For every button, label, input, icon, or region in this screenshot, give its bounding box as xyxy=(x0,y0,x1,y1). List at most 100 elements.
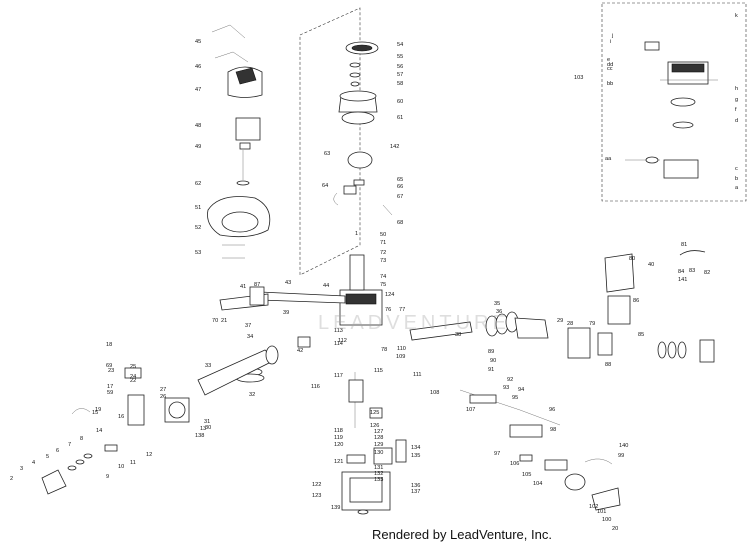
callout-50: 50 xyxy=(380,232,386,238)
callout-c: c xyxy=(735,166,738,172)
watermark: LEADVENTURE xyxy=(318,312,510,334)
callout-20: 20 xyxy=(612,526,618,532)
callout-e: e xyxy=(607,57,610,63)
callout-42: 42 xyxy=(297,348,303,354)
callout-29: 29 xyxy=(557,318,563,324)
callout-11: 11 xyxy=(130,460,136,466)
callout-125: 125 xyxy=(370,410,379,416)
callout-140: 140 xyxy=(619,443,628,449)
callout-116: 116 xyxy=(311,384,320,390)
callout-cc: cc xyxy=(607,66,613,72)
callout-127: 127 xyxy=(374,429,383,435)
callout-99: 99 xyxy=(618,453,624,459)
callout-52: 52 xyxy=(195,225,201,231)
flywheel-stack xyxy=(333,41,393,216)
callout-60: 60 xyxy=(397,99,403,105)
callout-70: 70 xyxy=(212,318,218,324)
callout-12: 12 xyxy=(146,452,152,458)
callout-136: 136 xyxy=(411,483,420,489)
callout-135: 135 xyxy=(411,453,420,459)
crankcase-group xyxy=(339,254,407,515)
callout-111: 111 xyxy=(413,372,422,378)
callout-89: 89 xyxy=(488,349,494,355)
callout-85: 85 xyxy=(638,332,644,338)
callout-46: 46 xyxy=(195,64,201,70)
callout-i: i xyxy=(610,39,611,45)
callout-30: 30 xyxy=(205,425,211,431)
callout-123: 123 xyxy=(312,493,321,499)
callout-38: 38 xyxy=(455,332,461,338)
callout-110: 110 xyxy=(397,346,406,352)
credit-text: Rendered by LeadVenture, Inc. xyxy=(372,527,552,542)
callout-31: 31 xyxy=(204,419,210,425)
callout-73: 73 xyxy=(380,258,386,264)
manifold-group xyxy=(197,286,346,396)
callout-138: 138 xyxy=(195,433,204,439)
callout-37: 37 xyxy=(245,323,251,329)
callout-54: 54 xyxy=(397,42,403,48)
callout-132: 132 xyxy=(374,471,383,477)
callout-100: 100 xyxy=(602,517,611,523)
callout-3: 3 xyxy=(20,466,23,472)
callout-39: 39 xyxy=(283,310,289,316)
callout-57: 57 xyxy=(397,72,403,78)
inset-frame xyxy=(601,2,747,202)
callout-63: 63 xyxy=(324,151,330,157)
callout-133: 133 xyxy=(374,477,383,483)
blower-housing-group xyxy=(207,24,271,259)
callout-102: 102 xyxy=(589,504,598,510)
callout-j: j xyxy=(611,33,613,39)
callout-107: 107 xyxy=(466,407,475,413)
callout-90: 90 xyxy=(490,358,496,364)
callout-69: 69 xyxy=(106,363,112,369)
callout-aa: aa xyxy=(605,156,612,162)
callout-128: 128 xyxy=(374,435,383,441)
callout-67: 67 xyxy=(397,194,403,200)
callout-74: 74 xyxy=(380,274,386,280)
callout-18: 18 xyxy=(106,342,112,348)
callout-g: g xyxy=(735,97,738,103)
callout-labels: 1234567891011121314151617181920212223242… xyxy=(10,13,739,532)
callout-53: 53 xyxy=(195,250,201,256)
callout-16: 16 xyxy=(118,414,124,420)
callout-59: 59 xyxy=(107,390,113,396)
callout-81: 81 xyxy=(681,242,687,248)
carburetor-group xyxy=(41,367,190,495)
callout-19: 19 xyxy=(95,407,101,413)
callout-66: 66 xyxy=(397,184,403,190)
callout-23: 23 xyxy=(108,368,114,374)
callout-22: 22 xyxy=(130,378,136,384)
callout-141: 141 xyxy=(678,277,687,283)
assembly-guide xyxy=(299,7,361,276)
callout-77: 77 xyxy=(399,307,405,313)
callout-72: 72 xyxy=(380,250,386,256)
callout-32: 32 xyxy=(249,392,255,398)
callout-95: 95 xyxy=(512,395,518,401)
callout-71: 71 xyxy=(380,240,386,246)
callout-139: 139 xyxy=(331,505,340,511)
callout-86: 86 xyxy=(633,298,639,304)
callout-114: 114 xyxy=(334,341,343,347)
callout-126: 126 xyxy=(370,423,379,429)
callout-65: 65 xyxy=(397,177,403,183)
exhaust-group xyxy=(409,250,715,363)
callout-6: 6 xyxy=(56,448,59,454)
callout-d: d xyxy=(735,118,738,124)
callout-51: 51 xyxy=(195,205,201,211)
callout-44: 44 xyxy=(323,283,329,289)
callout-17: 17 xyxy=(107,384,113,390)
callout-41: 41 xyxy=(240,284,246,290)
callout-91: 91 xyxy=(488,367,494,373)
callout-83: 83 xyxy=(689,268,695,274)
callout-10: 10 xyxy=(118,464,124,470)
callout-21: 21 xyxy=(221,318,227,324)
callout-131: 131 xyxy=(374,465,383,471)
callout-82: 82 xyxy=(704,270,710,276)
callout-14: 14 xyxy=(96,428,102,434)
callout-48: 48 xyxy=(195,123,201,129)
callout-26: 26 xyxy=(160,394,166,400)
callout-120: 120 xyxy=(334,442,343,448)
callout-36: 36 xyxy=(496,309,502,315)
callout-56: 56 xyxy=(397,64,403,70)
callout-47: 47 xyxy=(195,87,201,93)
